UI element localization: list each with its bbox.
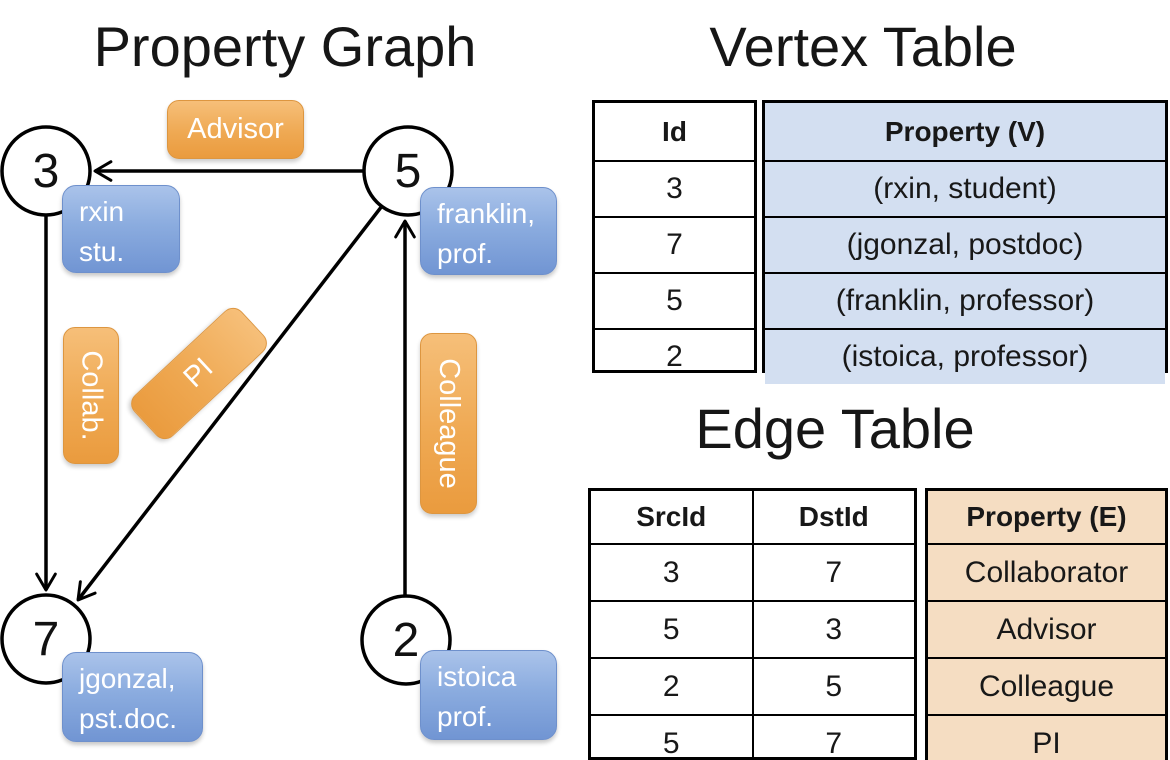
table-cell: (franklin, professor)	[765, 272, 1165, 328]
vertex-property-box-istoica: istoica prof.	[420, 650, 557, 740]
edge-table-property-column: Property (E) Collaborator Advisor Collea…	[925, 488, 1168, 760]
node-label-2: 2	[392, 613, 420, 667]
edge-table-dst-header: DstId	[751, 491, 915, 543]
table-cell: PI	[928, 714, 1165, 760]
table-cell: (istoica, professor)	[765, 328, 1165, 384]
edge-label-box-colleague: Colleague	[420, 333, 477, 514]
table-cell: 2	[662, 669, 680, 703]
property-graph-title: Property Graph	[93, 15, 477, 78]
vertex-table-id-header: Id	[662, 115, 687, 147]
edge-label-text: Collab.	[75, 350, 108, 441]
vertex-table-title: Vertex Table	[709, 15, 1017, 78]
vertex-property-line: franklin,	[437, 198, 536, 229]
edge-table-title: Edge Table	[695, 397, 975, 460]
edge-label-text: PI	[177, 352, 220, 395]
vertex-property-box-jgonzal: jgonzal, pst.doc.	[62, 652, 203, 742]
table-cell: 7	[595, 216, 754, 272]
vertex-property-line: pst.doc.	[79, 703, 178, 734]
edge-table-src-header: SrcId	[636, 501, 707, 532]
table-cell: 3	[751, 602, 915, 657]
table-cell: 5	[595, 272, 754, 328]
vertex-table-property-header: Property (V)	[765, 103, 1165, 160]
table-cell: Collaborator	[928, 543, 1165, 600]
edge-label-text: Colleague	[433, 358, 466, 489]
edge-table-src-dst-columns: SrcId DstId 3 7 5 3 2 5 5 7	[588, 488, 917, 760]
vertex-property-line: rxin	[79, 196, 125, 227]
edge-line-pi-5-to-7	[76, 204, 384, 602]
vertex-property-line: jgonzal,	[79, 663, 176, 694]
table-cell: Advisor	[928, 600, 1165, 657]
vertex-table-property-column: Property (V) (rxin, student) (jgonzal, p…	[762, 100, 1168, 384]
table-cell: 7	[751, 716, 915, 760]
edge-table-property-header: Property (E)	[928, 491, 1165, 543]
vertex-property-line: istoica	[437, 661, 517, 692]
table-cell: 3	[595, 160, 754, 216]
table-cell: 5	[662, 612, 680, 646]
table-cell: 3	[662, 555, 680, 589]
edge-label-text: Advisor	[187, 113, 284, 145]
table-cell: 2	[595, 328, 754, 384]
vertex-property-box-franklin: franklin, prof.	[420, 187, 557, 275]
node-label-3: 3	[32, 144, 60, 198]
table-cell: 5	[662, 726, 680, 760]
node-label-7: 7	[32, 612, 60, 666]
vertex-property-line: prof.	[437, 238, 494, 269]
vertex-property-line: stu.	[79, 236, 125, 267]
table-cell: (jgonzal, postdoc)	[765, 216, 1165, 272]
node-label-5: 5	[394, 144, 422, 198]
table-cell: 5	[751, 659, 915, 714]
table-cell: 7	[751, 545, 915, 600]
vertex-table-id-column: Id 3 7 5 2	[592, 100, 757, 373]
edge-label-box-advisor: Advisor	[167, 100, 304, 159]
table-cell: Colleague	[928, 657, 1165, 714]
edge-label-box-collab: Collab.	[63, 327, 119, 464]
vertex-property-box-rxin: rxin stu.	[62, 185, 180, 273]
vertex-property-line: prof.	[437, 701, 494, 732]
table-cell: (rxin, student)	[765, 160, 1165, 216]
